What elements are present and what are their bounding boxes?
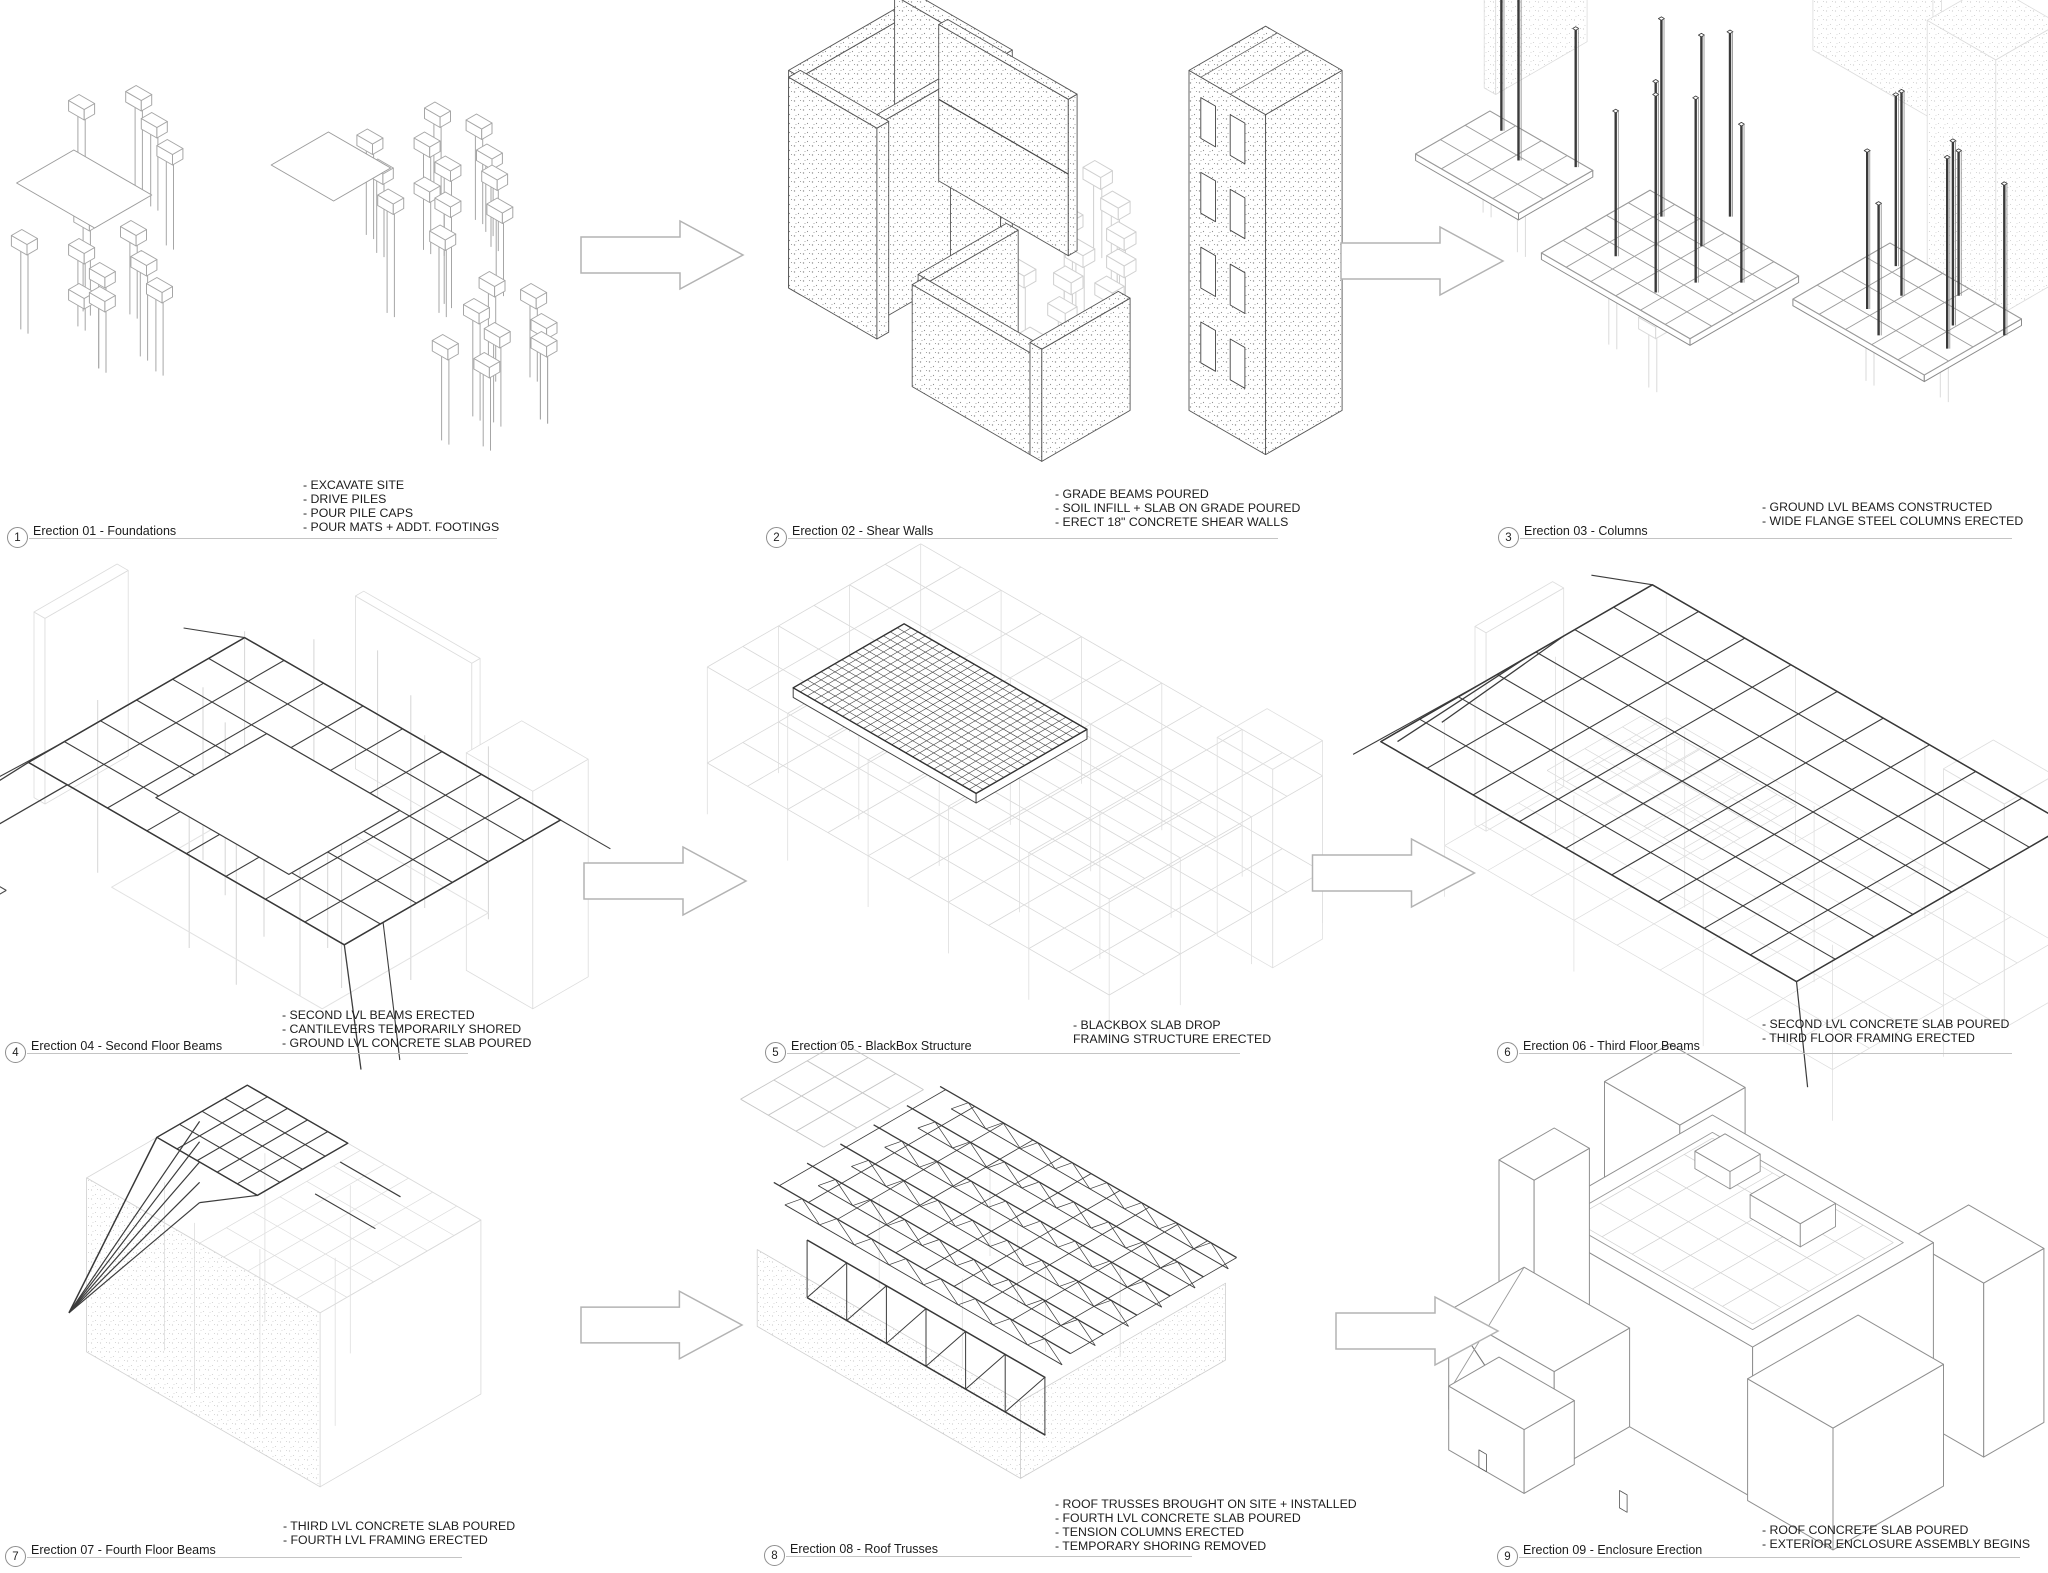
columns-axon-drawing bbox=[1415, 0, 2048, 403]
note-line: - ROOF CONCRETE SLAB POURED bbox=[1762, 1523, 1969, 1537]
note-line: - SECOND LVL CONCRETE SLAB POURED bbox=[1762, 1017, 2010, 1031]
step-notes: - ROOF TRUSSES BROUGHT ON SITE + INSTALL… bbox=[1055, 1497, 1357, 1553]
step-title: Erection 09 - Enclosure Erection bbox=[1523, 1543, 1703, 1557]
note-line: - EXCAVATE SITE bbox=[303, 478, 405, 492]
caption-underline bbox=[1519, 1053, 2012, 1054]
note-line: - POUR MATS + ADDT. FOOTINGS bbox=[303, 520, 500, 534]
flow-arrow-icon bbox=[1335, 1295, 1500, 1367]
step-notes: - GRADE BEAMS POURED - SOIL INFILL + SLA… bbox=[1055, 487, 1300, 529]
caption-underline bbox=[27, 1557, 462, 1558]
step-number-badge: 8 bbox=[764, 1545, 785, 1566]
note-line: - TEMPORARY SHORING REMOVED bbox=[1055, 1539, 1267, 1553]
third-floor-beams-axon-drawing bbox=[1352, 574, 2048, 1121]
step-number-badge: 3 bbox=[1498, 527, 1519, 548]
enclosure-axon-drawing bbox=[1448, 1043, 2045, 1551]
second-floor-beams-axon-drawing bbox=[0, 563, 611, 1070]
step-title: Erection 06 - Third Floor Beams bbox=[1523, 1039, 1700, 1053]
step-number-badge: 6 bbox=[1497, 1042, 1518, 1063]
note-line: - GROUND LVL CONCRETE SLAB POURED bbox=[282, 1036, 532, 1050]
step-number-badge: 4 bbox=[5, 1042, 26, 1063]
step-notes: - GROUND LVL BEAMS CONSTRUCTED - WIDE FL… bbox=[1762, 500, 2023, 528]
step-number-badge: 9 bbox=[1497, 1546, 1518, 1567]
caption-underline bbox=[788, 538, 1278, 539]
flow-arrow-icon bbox=[1311, 837, 1477, 909]
note-line: - WIDE FLANGE STEEL COLUMNS ERECTED bbox=[1762, 514, 2024, 528]
step-notes: - SECOND LVL CONCRETE SLAB POURED - THIR… bbox=[1762, 1017, 2009, 1045]
note-line: - DRIVE PILES bbox=[303, 492, 387, 506]
step-title: Erection 02 - Shear Walls bbox=[792, 524, 934, 538]
flow-arrow-icon bbox=[1340, 225, 1505, 297]
caption-underline bbox=[1520, 538, 2012, 539]
note-line: - SOIL INFILL + SLAB ON GRADE POURED bbox=[1055, 501, 1301, 515]
step-notes: - EXCAVATE SITE - DRIVE PILES - POUR PIL… bbox=[303, 478, 499, 534]
step-title: Erection 05 - BlackBox Structure bbox=[791, 1039, 972, 1053]
shear-walls-axon-drawing bbox=[788, 0, 1343, 462]
note-line: - SECOND LVL BEAMS ERECTED bbox=[282, 1008, 475, 1022]
step-title: Erection 08 - Roof Trusses bbox=[790, 1542, 938, 1556]
step-title: Erection 07 - Fourth Floor Beams bbox=[31, 1543, 216, 1557]
caption-underline bbox=[27, 1053, 468, 1054]
fourth-floor-beams-axon-drawing bbox=[68, 1084, 482, 1488]
step-number-badge: 5 bbox=[765, 1042, 786, 1063]
flow-arrow-icon bbox=[580, 219, 745, 291]
blackbox-structure-axon-drawing bbox=[706, 543, 1323, 1047]
note-line: - THIRD LVL CONCRETE SLAB POURED bbox=[283, 1519, 516, 1533]
caption-underline bbox=[29, 538, 497, 539]
step-number-badge: 7 bbox=[5, 1546, 26, 1567]
caption-underline bbox=[1519, 1557, 2020, 1558]
foundations-axon-drawing bbox=[10, 85, 558, 451]
note-line: - BLACKBOX SLAB DROP bbox=[1073, 1018, 1221, 1032]
step-number-badge: 2 bbox=[766, 527, 787, 548]
note-line: - FOURTH LVL CONCRETE SLAB POURED bbox=[1055, 1511, 1301, 1525]
note-line: - POUR PILE CAPS bbox=[303, 506, 414, 520]
note-line: - ROOF TRUSSES BROUGHT ON SITE + INSTALL… bbox=[1055, 1497, 1357, 1511]
step-title: Erection 01 - Foundations bbox=[33, 524, 177, 538]
step-title: Erection 04 - Second Floor Beams bbox=[31, 1039, 223, 1053]
step-notes: - BLACKBOX SLAB DROP FRAMING STRUCTURE E… bbox=[1073, 1018, 1271, 1046]
note-line: - FOURTH LVL FRAMING ERECTED bbox=[283, 1533, 488, 1547]
note-line: - GROUND LVL BEAMS CONSTRUCTED bbox=[1762, 500, 1993, 514]
step-notes: - SECOND LVL BEAMS ERECTED - CANTILEVERS… bbox=[282, 1008, 531, 1050]
step-title: Erection 03 - Columns bbox=[1524, 524, 1648, 538]
flow-arrow-icon bbox=[583, 845, 748, 917]
note-line: - EXTERIOR ENCLOSURE ASSEMBLY BEGINS bbox=[1762, 1537, 2031, 1551]
roof-trusses-axon-drawing bbox=[740, 1041, 1237, 1479]
step-number-badge: 1 bbox=[7, 527, 28, 548]
caption-underline bbox=[786, 1556, 1192, 1557]
caption-underline bbox=[787, 1053, 1240, 1054]
step-notes: - THIRD LVL CONCRETE SLAB POURED - FOURT… bbox=[283, 1519, 515, 1547]
note-line: - CANTILEVERS TEMPORARILY SHORED bbox=[282, 1022, 522, 1036]
note-line: - THIRD FLOOR FRAMING ERECTED bbox=[1762, 1031, 1975, 1045]
flow-arrow-icon bbox=[580, 1289, 744, 1361]
step-notes: - ROOF CONCRETE SLAB POURED - EXTERIOR E… bbox=[1762, 1523, 2030, 1551]
note-line: - ERECT 18" CONCRETE SHEAR WALLS bbox=[1055, 515, 1289, 529]
note-line: - TENSION COLUMNS ERECTED bbox=[1055, 1525, 1245, 1539]
note-line: - GRADE BEAMS POURED bbox=[1055, 487, 1209, 501]
note-line: FRAMING STRUCTURE ERECTED bbox=[1073, 1032, 1272, 1046]
